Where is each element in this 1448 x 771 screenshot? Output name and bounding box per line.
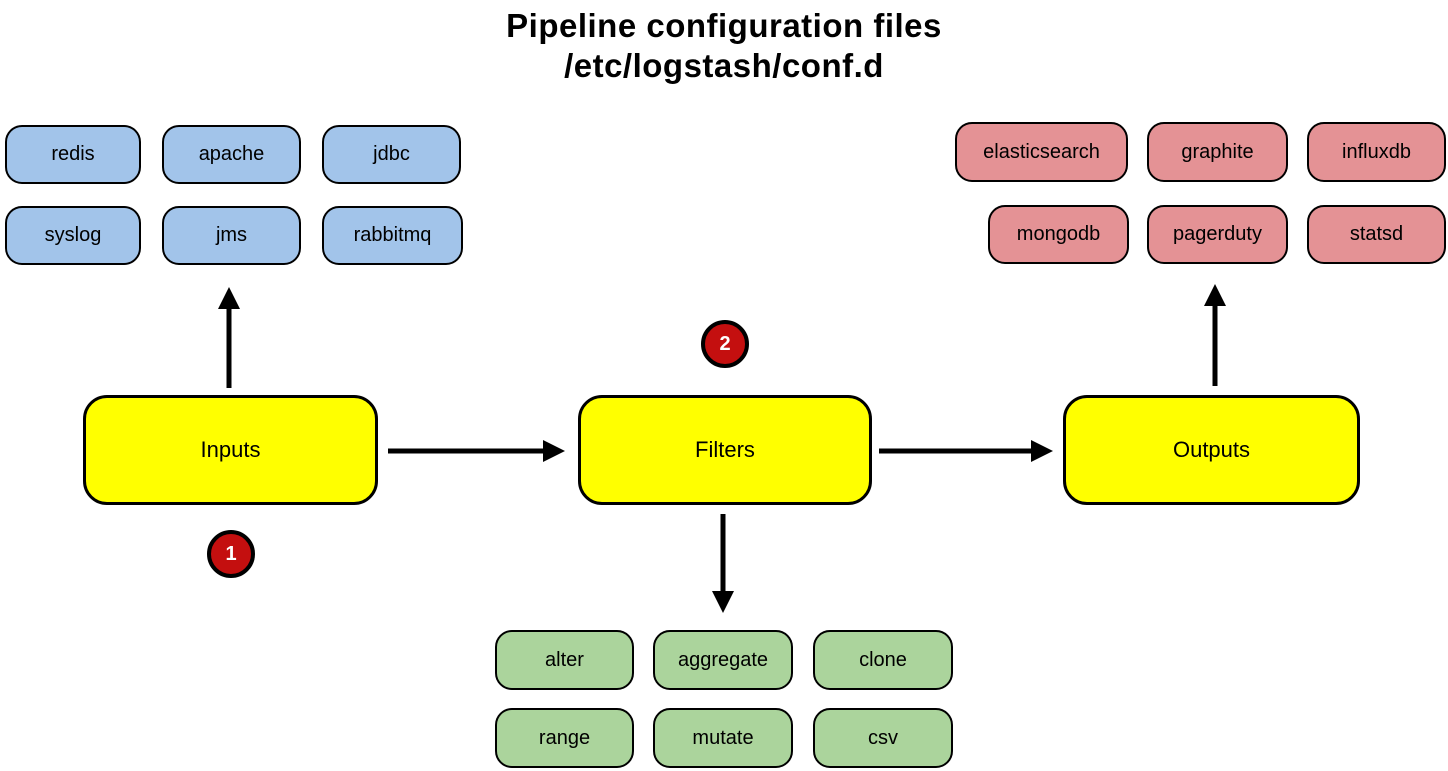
input-plugin-syslog: syslog — [5, 206, 141, 265]
input-plugin-redis: redis — [5, 125, 141, 184]
filter-plugin-aggregate: aggregate — [653, 630, 793, 690]
output-plugin-elasticsearch: elasticsearch — [955, 122, 1128, 182]
filter-plugin-range: range — [495, 708, 634, 768]
stage-box-inputs: Inputs — [83, 395, 378, 505]
input-plugin-apache: apache — [162, 125, 301, 184]
input-plugin-jms: jms — [162, 206, 301, 265]
diagram-title: Pipeline configuration files /etc/logsta… — [0, 6, 1448, 86]
filter-plugin-mutate: mutate — [653, 708, 793, 768]
diagram-title-line1: Pipeline configuration files — [506, 7, 942, 44]
output-plugin-pagerduty: pagerduty — [1147, 205, 1288, 264]
stage-box-outputs: Outputs — [1063, 395, 1360, 505]
output-plugin-influxdb: influxdb — [1307, 122, 1446, 182]
stage-box-filters: Filters — [578, 395, 872, 505]
output-plugin-graphite: graphite — [1147, 122, 1288, 182]
output-plugin-statsd: statsd — [1307, 205, 1446, 264]
input-plugin-jdbc: jdbc — [322, 125, 461, 184]
output-plugin-mongodb: mongodb — [988, 205, 1129, 264]
step-badge-2: 2 — [701, 320, 749, 368]
filter-plugin-alter: alter — [495, 630, 634, 690]
diagram-title-line2: /etc/logstash/conf.d — [564, 47, 884, 84]
filter-plugin-csv: csv — [813, 708, 953, 768]
step-badge-1: 1 — [207, 530, 255, 578]
input-plugin-rabbitmq: rabbitmq — [322, 206, 463, 265]
filter-plugin-clone: clone — [813, 630, 953, 690]
